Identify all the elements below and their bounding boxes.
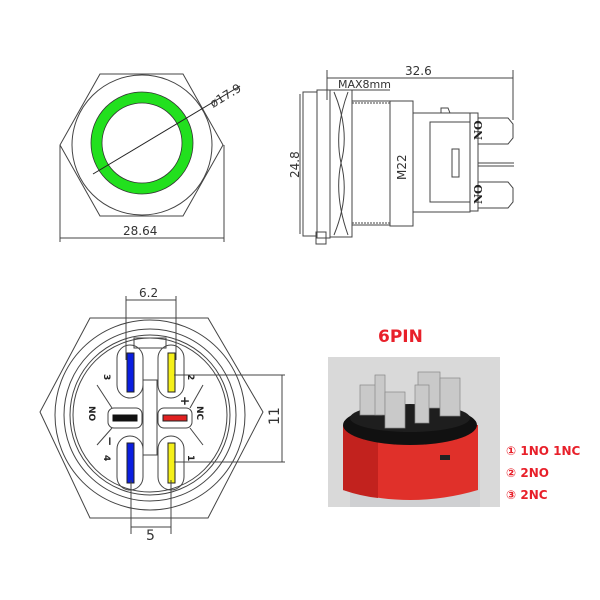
pin-2-nc: [167, 352, 176, 393]
terminal-label-top: NO: [472, 120, 485, 140]
pin-1-nc: [167, 442, 176, 484]
width-label: 28.64: [123, 224, 157, 238]
pin-3-no: [126, 352, 135, 393]
option-1nc1no: ① 1NO 1NC: [506, 444, 581, 458]
diameter-leader: [92, 85, 241, 175]
minus-label: −: [103, 436, 117, 446]
product-photo: [328, 357, 500, 507]
terminal-top: [478, 117, 514, 145]
bezel: [302, 91, 318, 237]
pin-label-3: 3: [101, 374, 111, 380]
front-view: ø17.9 28.64: [59, 73, 244, 242]
top-spacing-label: 6.2: [139, 286, 158, 300]
diameter-label: ø17.9: [207, 81, 243, 111]
max-label: MAX8mm: [338, 78, 391, 91]
pin-label-2: 2: [185, 374, 195, 380]
switch-body: [412, 112, 471, 213]
thread-label: M22: [395, 154, 409, 180]
rear-hex-outline: [39, 317, 264, 519]
led-ring: [91, 92, 193, 194]
option-2nc: ③ 2NC: [506, 488, 548, 502]
pin-label-1: 1: [185, 455, 195, 461]
length-label: 32.6: [405, 64, 432, 78]
rear-view: 3 2 4 1 NO NC − + 6.2 5 11: [39, 286, 285, 544]
pin-4-no: [126, 442, 135, 484]
pin-label-4: 4: [101, 455, 111, 461]
nc-label: NC: [194, 406, 204, 421]
height-label: 24.8: [288, 151, 302, 178]
pin-plus: [162, 414, 188, 422]
terminal-label-bottom: NO: [472, 184, 485, 204]
pin-count-title: 6PIN: [378, 327, 423, 347]
side-view: 32.6 MAX8mm 24.8 M22 NO NO: [288, 64, 514, 245]
option-2no: ② 2NO: [506, 466, 549, 480]
threaded-body: [351, 100, 391, 226]
plus-label: +: [178, 396, 192, 406]
bezel-circle: [71, 74, 213, 216]
bottom-spacing-label: 5: [146, 528, 155, 544]
vertical-pitch-label: 11: [267, 407, 283, 425]
terminal-bottom: [478, 181, 514, 209]
pin-minus: [112, 414, 138, 422]
no-label: NO: [86, 406, 96, 422]
